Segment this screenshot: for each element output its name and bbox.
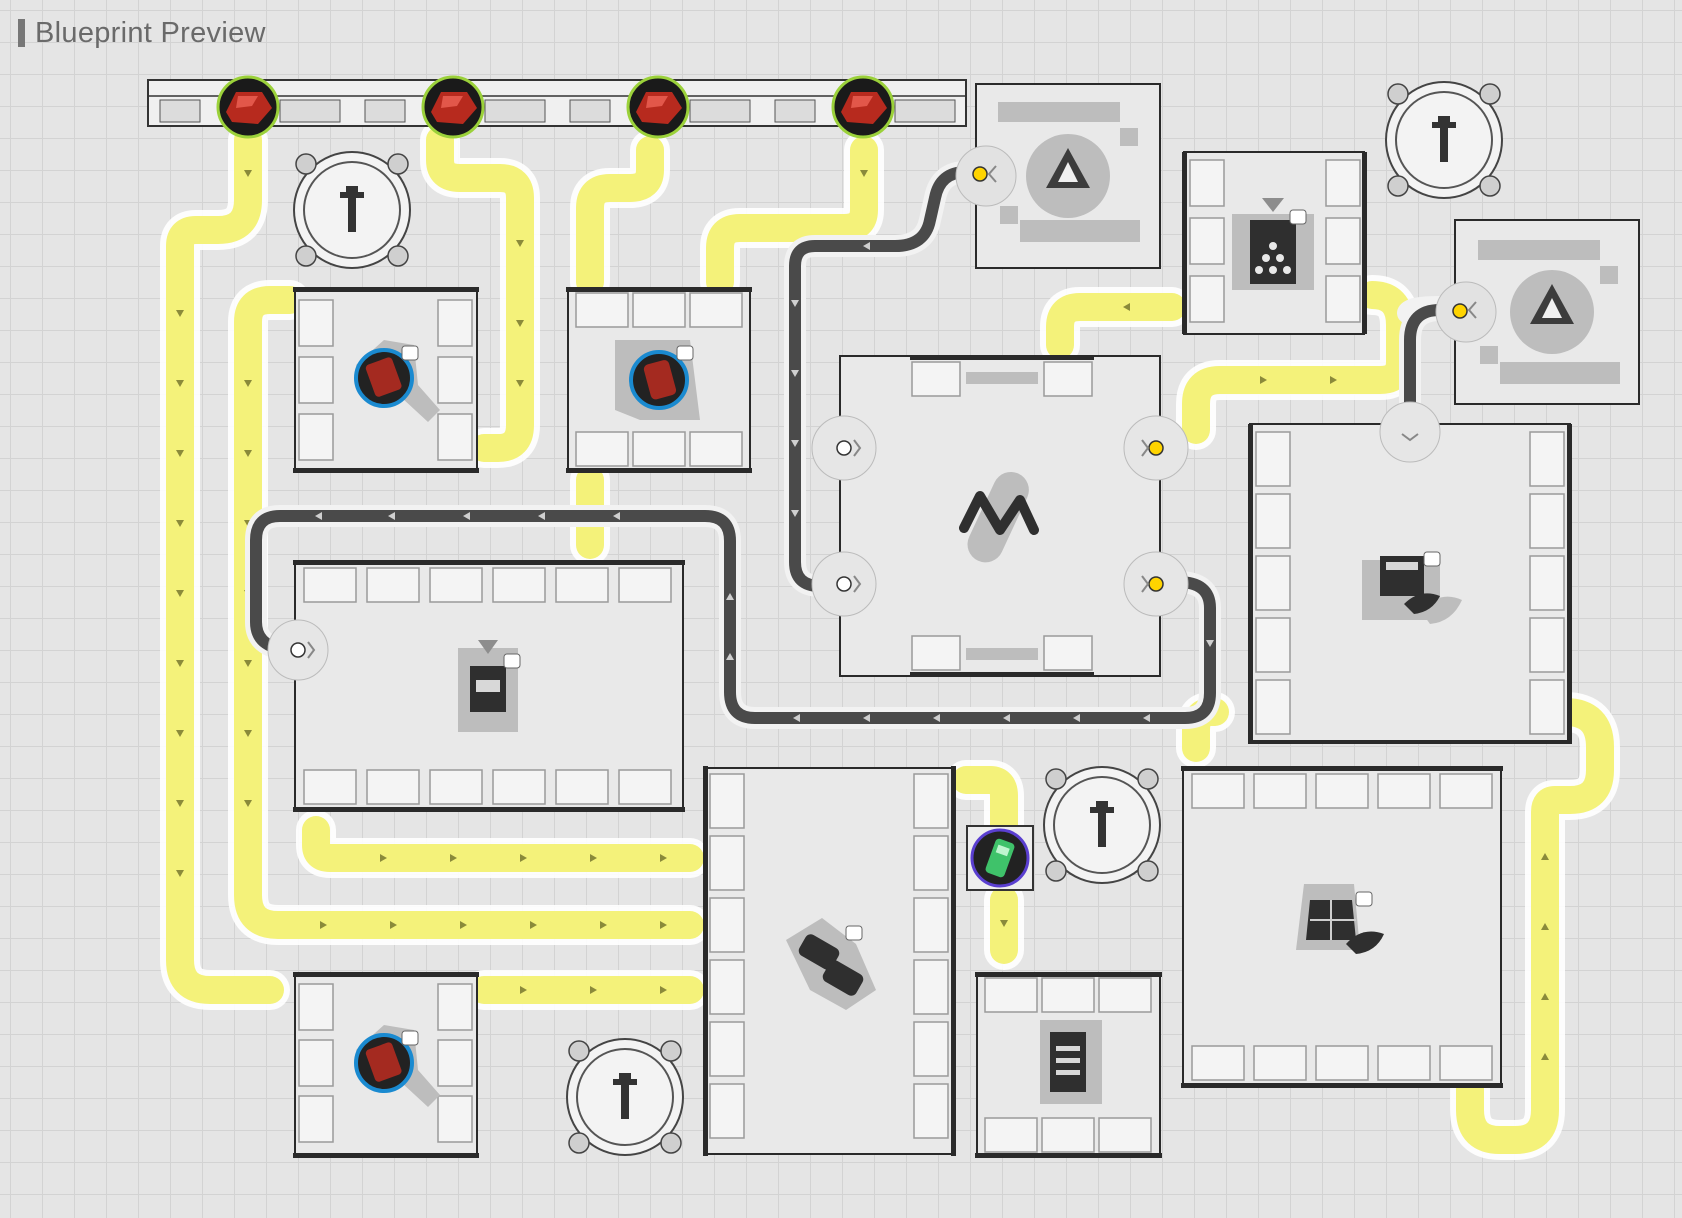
power-pylon-2[interactable]: [1385, 81, 1503, 199]
header-accent-bar: [18, 19, 25, 47]
page-title: Blueprint Preview: [35, 16, 266, 49]
separator-unit-1[interactable]: [955, 83, 1161, 269]
processing-unit-large[interactable]: [267, 560, 685, 812]
packaging-unit-right[interactable]: [1248, 401, 1572, 744]
planting-unit[interactable]: [1181, 766, 1503, 1088]
refining-unit-a[interactable]: [293, 287, 479, 473]
power-pylon-1[interactable]: [293, 151, 411, 269]
ore-node-1[interactable]: [216, 75, 280, 139]
core-hub-icon: [959, 471, 1039, 563]
refining-unit-c[interactable]: [293, 972, 479, 1158]
filling-unit[interactable]: [1182, 151, 1367, 335]
blueprint-header: Blueprint Preview: [18, 16, 266, 50]
storage-unit[interactable]: [975, 972, 1162, 1158]
ore-node-2[interactable]: [421, 75, 485, 139]
power-pylon-4[interactable]: [566, 1038, 684, 1156]
separator-unit-2[interactable]: [1435, 219, 1640, 405]
power-pylon-3[interactable]: [1043, 766, 1161, 884]
ore-node-3[interactable]: [626, 75, 690, 139]
core-hub[interactable]: [811, 355, 1189, 677]
assembly-unit-tall[interactable]: [703, 766, 956, 1156]
green-cell-node[interactable]: [966, 825, 1034, 891]
refining-unit-b[interactable]: [566, 287, 752, 473]
ore-extractor-row: [147, 79, 967, 127]
ore-node-4[interactable]: [831, 75, 895, 139]
